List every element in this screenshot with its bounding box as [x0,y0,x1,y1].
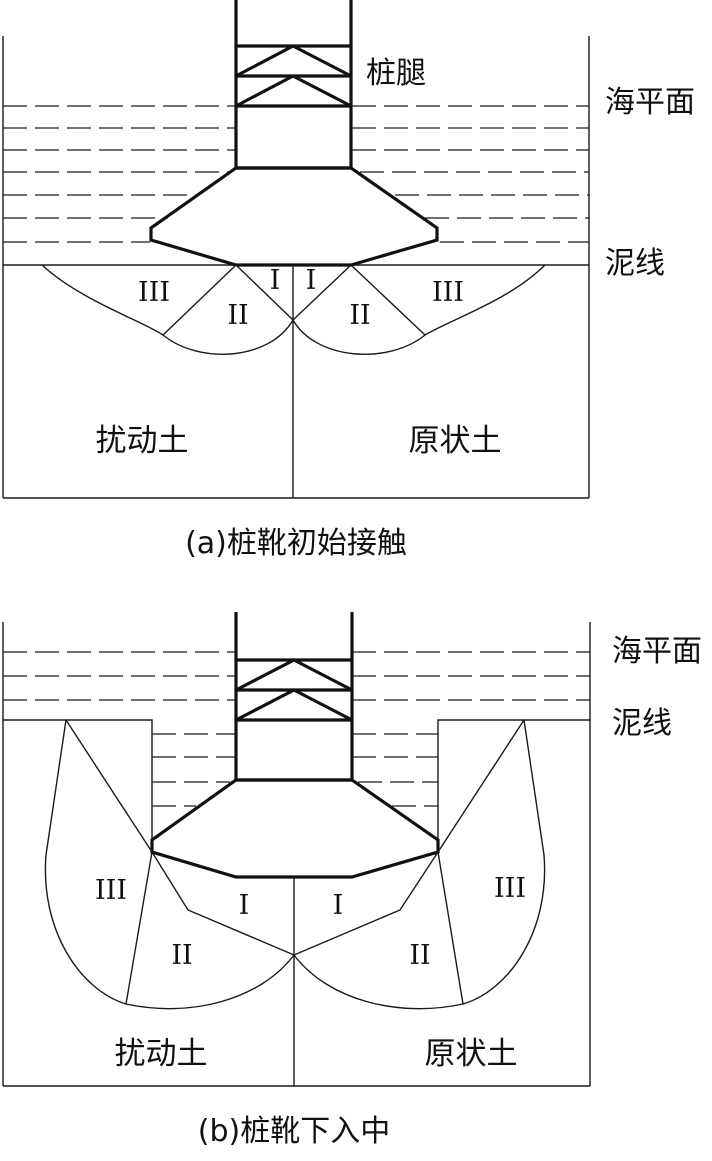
failure-zones-b [44,719,546,1086]
leg-label: 桩腿 [366,56,426,91]
water-lines [3,105,589,243]
caption-b: (b)桩靴下入中 [198,1114,390,1149]
zone-label: III [432,277,464,308]
zone-label: II [227,300,248,331]
zone-label: I [306,265,317,296]
disturbed-soil-label: 扰动土 [115,1036,208,1072]
zone-label: II [349,300,370,331]
intact-soil-label: 原状土 [425,1036,518,1072]
sea-level-label: 海平面 [605,85,695,120]
zone-label: II [409,940,430,971]
zone-label: I [333,890,344,921]
leg-b [234,612,354,782]
panel-a: I I II II III III 桩腿 海平面 泥线 扰动土 原状土 (a)桩… [2,0,695,561]
mudline-b [3,719,153,852]
mudline-label: 泥线 [605,246,665,281]
zone-label: I [239,890,250,921]
water-lines [3,651,590,807]
spudcan-a [149,166,439,267]
panel-b: I I II II III III 海平面 泥线 扰动土 原状土 (b)桩靴下入… [2,612,702,1149]
failure-zones-a [41,264,546,498]
zone-label: III [494,873,526,904]
zone-label: III [138,277,170,308]
intact-soil-label: 原状土 [409,423,502,459]
leg-a [234,0,353,170]
sea-level-label: 海平面 [612,634,702,669]
spudcan-b [150,778,440,879]
zone-label: II [171,940,192,971]
disturbed-soil-label: 扰动土 [96,423,189,459]
caption-a: (a)桩靴初始接触 [185,526,407,561]
zone-label: I [270,265,281,296]
zone-label: III [95,875,127,906]
mudline-label: 泥线 [612,706,672,741]
